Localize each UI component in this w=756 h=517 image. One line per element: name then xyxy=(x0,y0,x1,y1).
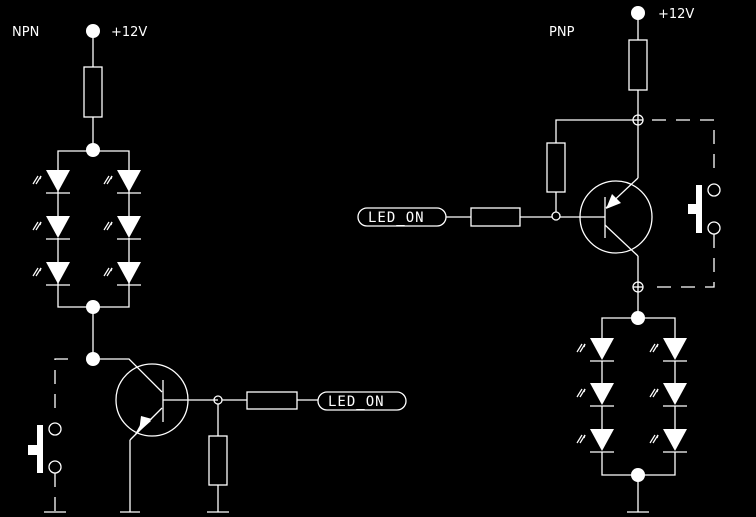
led xyxy=(103,170,141,194)
led xyxy=(103,262,141,286)
pnp-label: PNP xyxy=(549,25,575,40)
light-emission-icon xyxy=(649,388,659,398)
led-triangle xyxy=(590,429,614,451)
wire xyxy=(601,317,676,338)
pnp-led-bank xyxy=(576,338,687,453)
npn-pushbutton xyxy=(28,358,68,513)
light-emission-icon xyxy=(576,434,586,444)
npn-transistor xyxy=(115,363,218,513)
npn-circuit: NPN +12V xyxy=(12,24,407,513)
junction-dot xyxy=(86,143,100,157)
switch-contact xyxy=(48,460,62,474)
led xyxy=(649,383,687,407)
light-emission-icon xyxy=(32,267,42,277)
led xyxy=(576,338,614,362)
led xyxy=(576,383,614,407)
dashed-wire xyxy=(652,119,715,173)
light-emission-icon xyxy=(32,221,42,231)
light-emission-icon xyxy=(649,434,659,444)
pnp-pushbutton xyxy=(652,119,721,288)
pnp-base-pullup-resistor xyxy=(546,142,566,193)
led-triangle xyxy=(663,338,687,360)
led xyxy=(649,429,687,453)
dashed-wire xyxy=(54,358,68,413)
switch-contact xyxy=(48,422,62,436)
led-triangle xyxy=(663,429,687,451)
npn-net-flag xyxy=(317,391,407,411)
light-emission-icon xyxy=(576,343,586,353)
dashed-wire xyxy=(652,234,715,288)
npn-led-resistor xyxy=(83,66,103,118)
led xyxy=(32,216,70,240)
led xyxy=(649,338,687,362)
led xyxy=(32,170,70,194)
switch-button xyxy=(688,204,697,214)
led-triangle xyxy=(46,170,70,192)
npn-pulldown-resistor xyxy=(208,435,228,486)
light-emission-icon xyxy=(103,175,113,185)
led-triangle xyxy=(590,383,614,405)
emitter-arrow xyxy=(134,418,151,436)
npn-net-flag-text: LED_ON xyxy=(328,394,385,410)
led-triangle xyxy=(590,338,614,360)
npn-base-resistor xyxy=(246,391,298,410)
led-triangle xyxy=(46,262,70,284)
npn-label: NPN xyxy=(12,25,39,40)
led-triangle xyxy=(117,170,141,192)
wire xyxy=(555,119,633,143)
emitter-arrow xyxy=(606,194,621,209)
npn-supply-label: +12V xyxy=(111,25,147,40)
transistor-collector xyxy=(604,224,639,257)
light-emission-icon xyxy=(103,221,113,231)
switch-contact xyxy=(707,221,721,235)
wire xyxy=(93,358,163,393)
led-triangle xyxy=(117,216,141,238)
pnp-supply-label: +12V xyxy=(658,7,694,22)
led xyxy=(32,262,70,286)
junction-open xyxy=(551,211,561,221)
led xyxy=(103,216,141,240)
led-triangle xyxy=(663,383,687,405)
light-emission-icon xyxy=(649,343,659,353)
led-triangle xyxy=(46,216,70,238)
pnp-bias-resistor xyxy=(628,39,648,91)
switch-actuator xyxy=(696,185,702,233)
light-emission-icon xyxy=(103,267,113,277)
pnp-circuit: PNP +12V LED_ON xyxy=(357,6,721,513)
led-triangle xyxy=(117,262,141,284)
pnp-base-resistor xyxy=(470,207,521,227)
light-emission-icon xyxy=(32,175,42,185)
light-emission-icon xyxy=(576,388,586,398)
pnp-net-flag-text: LED_ON xyxy=(368,210,425,226)
led xyxy=(576,429,614,453)
switch-button xyxy=(28,445,38,455)
pnp-transistor xyxy=(560,125,653,283)
switch-actuator xyxy=(37,425,43,473)
wire xyxy=(57,150,130,180)
switch-contact xyxy=(707,183,721,197)
npn-led-bank xyxy=(32,170,141,286)
